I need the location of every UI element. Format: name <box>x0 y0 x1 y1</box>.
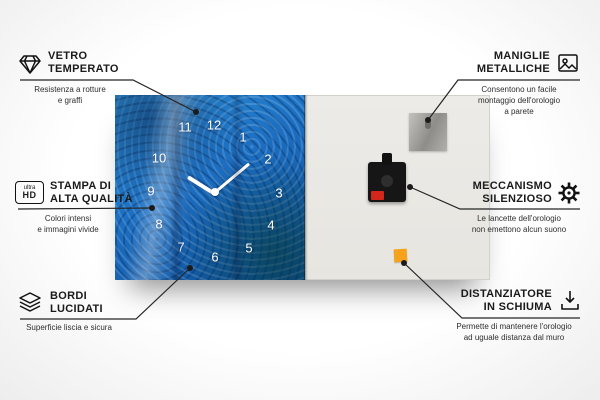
diamond-icon <box>18 52 42 76</box>
gear-icon <box>557 181 581 205</box>
ultra-hd-label-top: ultra <box>23 185 36 191</box>
clock-number: 8 <box>155 217 162 232</box>
clock-number: 5 <box>245 241 252 256</box>
ultra-hd-label-bottom: HD <box>22 190 37 200</box>
callout-desc-meccanismo: Le lancette dell'orologio non emettono a… <box>471 214 567 234</box>
callout-title-bordi: BORDI LUCIDATI <box>50 290 103 316</box>
clock-number: 9 <box>147 184 154 199</box>
clock-mechanism <box>368 153 406 202</box>
mechanism-hook <box>382 153 392 165</box>
arrow-down-icon <box>558 289 582 313</box>
callout-desc-vetro: Resistenza a rotture e graffi <box>34 85 106 105</box>
callout-title-stampa: STAMPA DI ALTA QUALITÀ <box>50 180 133 206</box>
clock-center-cap <box>211 188 219 196</box>
front-back-fold <box>304 95 308 280</box>
clock-number: 6 <box>211 250 218 265</box>
wall-clock-product: 11 12 1 10 2 9 3 8 4 7 6 5 <box>115 95 490 280</box>
callout-title-vetro: VETRO TEMPERATO <box>48 50 119 76</box>
layers-icon <box>18 290 42 314</box>
callout-title-maniglie: MANIGLIE METALLICHE <box>476 50 550 76</box>
clock-number: 7 <box>177 240 184 255</box>
picture-frame-icon <box>556 51 580 75</box>
clock-number: 4 <box>267 218 274 233</box>
glass-reflection <box>115 95 305 280</box>
callout-desc-bordi: Superficie liscia e sicura <box>26 323 112 332</box>
metal-hanger-plate <box>409 113 447 151</box>
callout-desc-distanziatore: Permette di mantenere l'orologio ad ugua… <box>456 322 572 342</box>
mechanism-wheel <box>381 175 393 187</box>
callout-title-meccanismo: MECCANISMO SILENZIOSO <box>472 180 552 206</box>
ultra-hd-icon: ultra HD <box>15 181 44 204</box>
callout-title-distanziatore: DISTANZIATORE IN SCHIUMA <box>460 288 552 314</box>
callout-desc-stampa: Colori intensi e immagini vivide <box>37 214 99 234</box>
callout-desc-maniglie: Consentono un facile montaggio dell'orol… <box>477 85 561 116</box>
battery <box>371 191 384 200</box>
clock-number: 12 <box>207 118 221 133</box>
clock-front-face: 11 12 1 10 2 9 3 8 4 7 6 5 <box>115 95 305 280</box>
clock-number: 10 <box>152 151 166 166</box>
clock-number: 11 <box>178 120 192 135</box>
clock-number: 1 <box>239 130 246 145</box>
clock-number: 2 <box>264 152 271 167</box>
foam-spacer <box>393 248 408 263</box>
clock-number: 3 <box>275 186 282 201</box>
hanger-slot <box>425 118 431 129</box>
